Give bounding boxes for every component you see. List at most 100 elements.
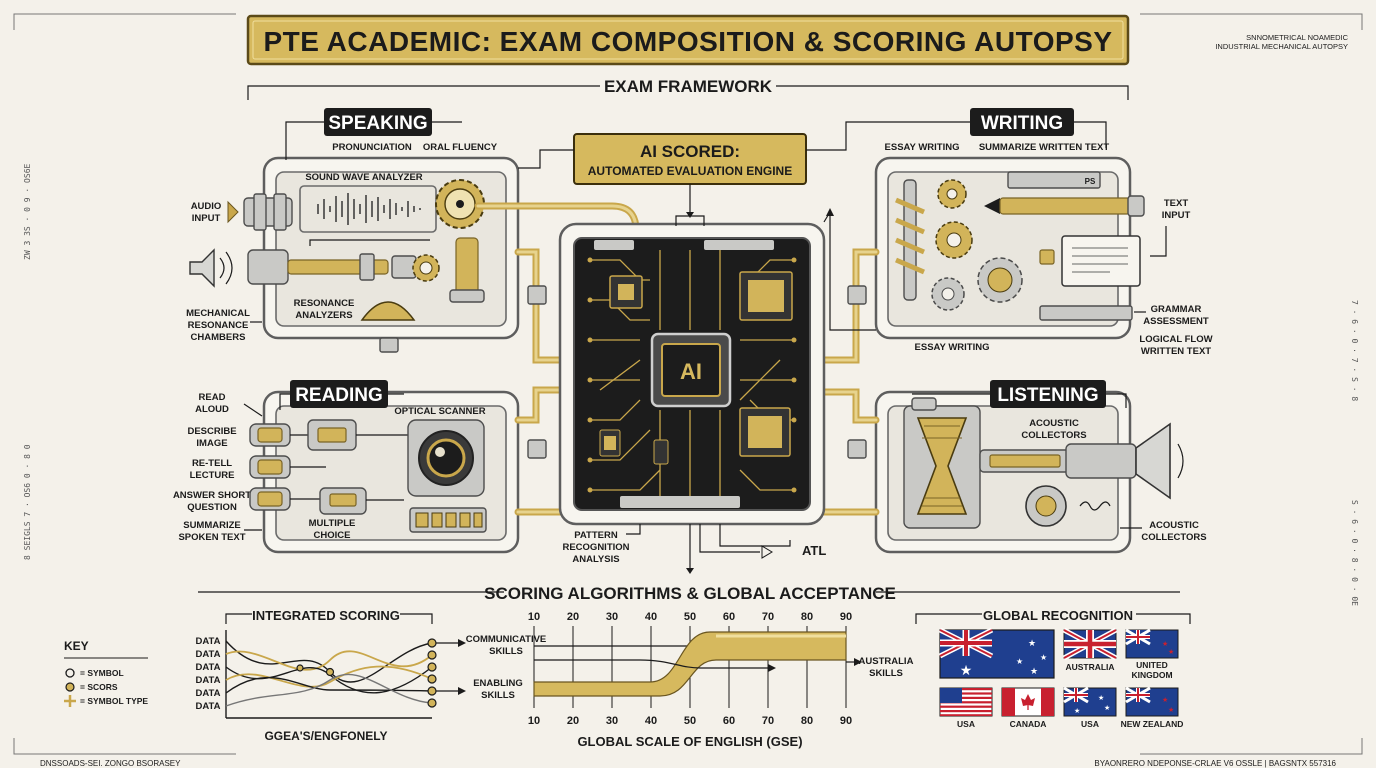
ai-scored-line2: AUTOMATED EVALUATION ENGINE (588, 164, 792, 178)
data-label-4: DATA (196, 675, 221, 686)
connectors (518, 121, 940, 331)
australia-flag-large-icon: ★ ★ ★ ★ ★ (938, 627, 1055, 679)
svg-text:★: ★ (1040, 653, 1047, 662)
enabling-label-1: ENABLING (473, 678, 523, 689)
country-label-canada: CANADA (1010, 719, 1047, 729)
choice-strip-icon (415, 512, 483, 528)
svg-text:8 SEIGLS 7 · OS6 0 · 8 0: 8 SEIGLS 7 · OS6 0 · 8 0 (23, 444, 32, 560)
input-capsules (249, 423, 291, 511)
reading-panel: READING READ ALOUD DESCRIBE IMAGE RE-TEL… (173, 380, 520, 554)
communicative-label-1: COMMUNICATIVE (466, 634, 547, 645)
pattern-label-2: RECOGNITION (562, 542, 629, 553)
pipe-network (474, 202, 880, 524)
svg-text:★: ★ (1168, 706, 1174, 714)
usa-flag-icon (939, 687, 993, 717)
reading-label (290, 380, 388, 408)
collectors-top-label-1: ACOUSTIC (1029, 418, 1079, 429)
country-label-usa-1: USA (957, 719, 975, 729)
writing-title: WRITING (981, 113, 1063, 134)
svg-text:★: ★ (1162, 640, 1168, 648)
sound-wave-label: SOUND WAVE ANALYZER (305, 172, 422, 183)
gse-progress-band (533, 631, 847, 697)
gse-top-tick: 30 (606, 611, 618, 623)
svg-text:★: ★ (1016, 657, 1023, 666)
integrated-bottom-label: GGEA'S/ENGFONELY (264, 729, 387, 743)
summarize-written-label: SUMMARIZE WRITTEN TEXT (979, 142, 1110, 153)
gse-top-tick: 70 (762, 611, 774, 623)
ai-core-board: AI (558, 222, 826, 574)
corner-note-1: SNNOMETRICAL NOAMEDIC (1246, 33, 1348, 42)
listening-label (990, 380, 1106, 408)
resonance-label-2: ANALYZERS (295, 310, 352, 321)
speaker-icon (189, 248, 233, 288)
gear-icon (412, 254, 440, 282)
resonance-label-1: RESONANCE (294, 298, 355, 309)
gse-bottom-tick: 90 (840, 715, 852, 727)
read-aloud-label-1: READ (199, 392, 226, 403)
framework-label: EXAM FRAMEWORK (604, 77, 773, 96)
grammar-label-2: ASSESSMENT (1143, 316, 1209, 327)
gse-bottom-tick: 10 (528, 715, 540, 727)
data-label-5: DATA (196, 688, 221, 699)
atl-label: ATL (802, 543, 826, 558)
essay-writing-label: ESSAY WRITING (885, 142, 960, 153)
gse-top-tick: 40 (645, 611, 657, 623)
side-marks: ZW 3 3S · 0 9 · OS6E 8 SEIGLS 7 · OS6 0 … (23, 163, 1359, 606)
text-input-label-1: TEXT (1164, 198, 1188, 209)
horn-icon (1065, 422, 1184, 500)
corner-note-2: INDUSTRIAL MECHANICAL AUTOPSY (1215, 42, 1348, 51)
hourglass-icon (903, 405, 981, 529)
reading-title: READING (295, 385, 383, 406)
nz-flag-icon: ★ ★ (1125, 628, 1179, 659)
svg-text:S · 6 · 0 · 8 · 0 · 0E: S · 6 · 0 · 8 · 0 · 0E (1350, 500, 1359, 606)
logical-flow-label-1: LOGICAL FLOW (1139, 334, 1212, 345)
writing-label (970, 108, 1074, 136)
collectors-bottom-label-2: COLLECTORS (1141, 532, 1206, 543)
audio-input-arrow-icon (227, 200, 239, 224)
data-label-2: DATA (196, 649, 221, 660)
svg-text:★: ★ (1098, 694, 1104, 702)
canada-flag-icon (1001, 687, 1055, 717)
speaking-label (324, 108, 432, 136)
svg-text:★: ★ (1030, 666, 1038, 676)
key-type-icon (64, 695, 76, 707)
speaking-panel: SPEAKING PRONUNCIATION ORAL FLUENCY SOUN… (186, 108, 520, 353)
enabling-label-2: SKILLS (481, 690, 515, 701)
country-label-australia: AUSTRALIA (1065, 662, 1114, 672)
pen-icon (984, 195, 1145, 217)
svg-text:★: ★ (960, 662, 973, 678)
writing-panel: WRITING ESSAY WRITING SUMMARIZE WRITTEN … (874, 108, 1213, 357)
audio-input-label-1: AUDIO (191, 201, 222, 212)
key-legend: KEY = SYMBOL = SCORS = SYMBOL TYPE (64, 639, 148, 707)
ai-chip-label: AI (680, 359, 702, 384)
country-label-kingdom: KINGDOM (1131, 670, 1172, 680)
gse-top-tick: 80 (801, 611, 813, 623)
gse-bottom-tick: 30 (606, 715, 618, 727)
country-label-united: UNITED (1136, 660, 1168, 670)
data-label-6: DATA (196, 701, 221, 712)
pattern-recognition: PATTERN RECOGNITION ANALYSIS ATL (562, 524, 826, 565)
country-label-new-zealand: NEW ZEALAND (1121, 719, 1184, 729)
title-banner: PTE ACADEMIC: EXAM COMPOSITION & SCORING… (246, 14, 1130, 66)
key-item-1: = SYMBOL (80, 668, 124, 678)
gse-bottom-tick: 50 (684, 715, 696, 727)
grammar-label-1: GRAMMAR (1151, 304, 1202, 315)
multiple-choice-label-2: CHOICE (314, 530, 351, 541)
gse-bottom-tick: 80 (801, 715, 813, 727)
gse-top-tick: 20 (567, 611, 579, 623)
circuit-traces (590, 250, 794, 496)
global-recognition: GLOBAL RECOGNITION ★ ★ ★ ★ ★ AUSTRALIA (915, 608, 1191, 729)
ai-scored-box: AI SCORED: AUTOMATED EVALUATION ENGINE (573, 133, 807, 218)
pattern-label-1: PATTERN (574, 530, 618, 541)
audio-input-label-2: INPUT (192, 213, 221, 224)
text-input-label-2: INPUT (1162, 210, 1191, 221)
framework-bracket: EXAM FRAMEWORK (247, 77, 1129, 100)
svg-text:★: ★ (1168, 648, 1174, 656)
describe-image-label-2: IMAGE (196, 438, 227, 449)
svg-text:★: ★ (1104, 704, 1110, 712)
gse-top-tick: 60 (723, 611, 735, 623)
gse-scale: 10 20 30 40 50 60 70 80 90 AUSTRALIA SKI… (528, 611, 914, 749)
country-label-usa-2: USA (1081, 719, 1099, 729)
essay-writing-bottom-label: ESSAY WRITING (915, 342, 990, 353)
